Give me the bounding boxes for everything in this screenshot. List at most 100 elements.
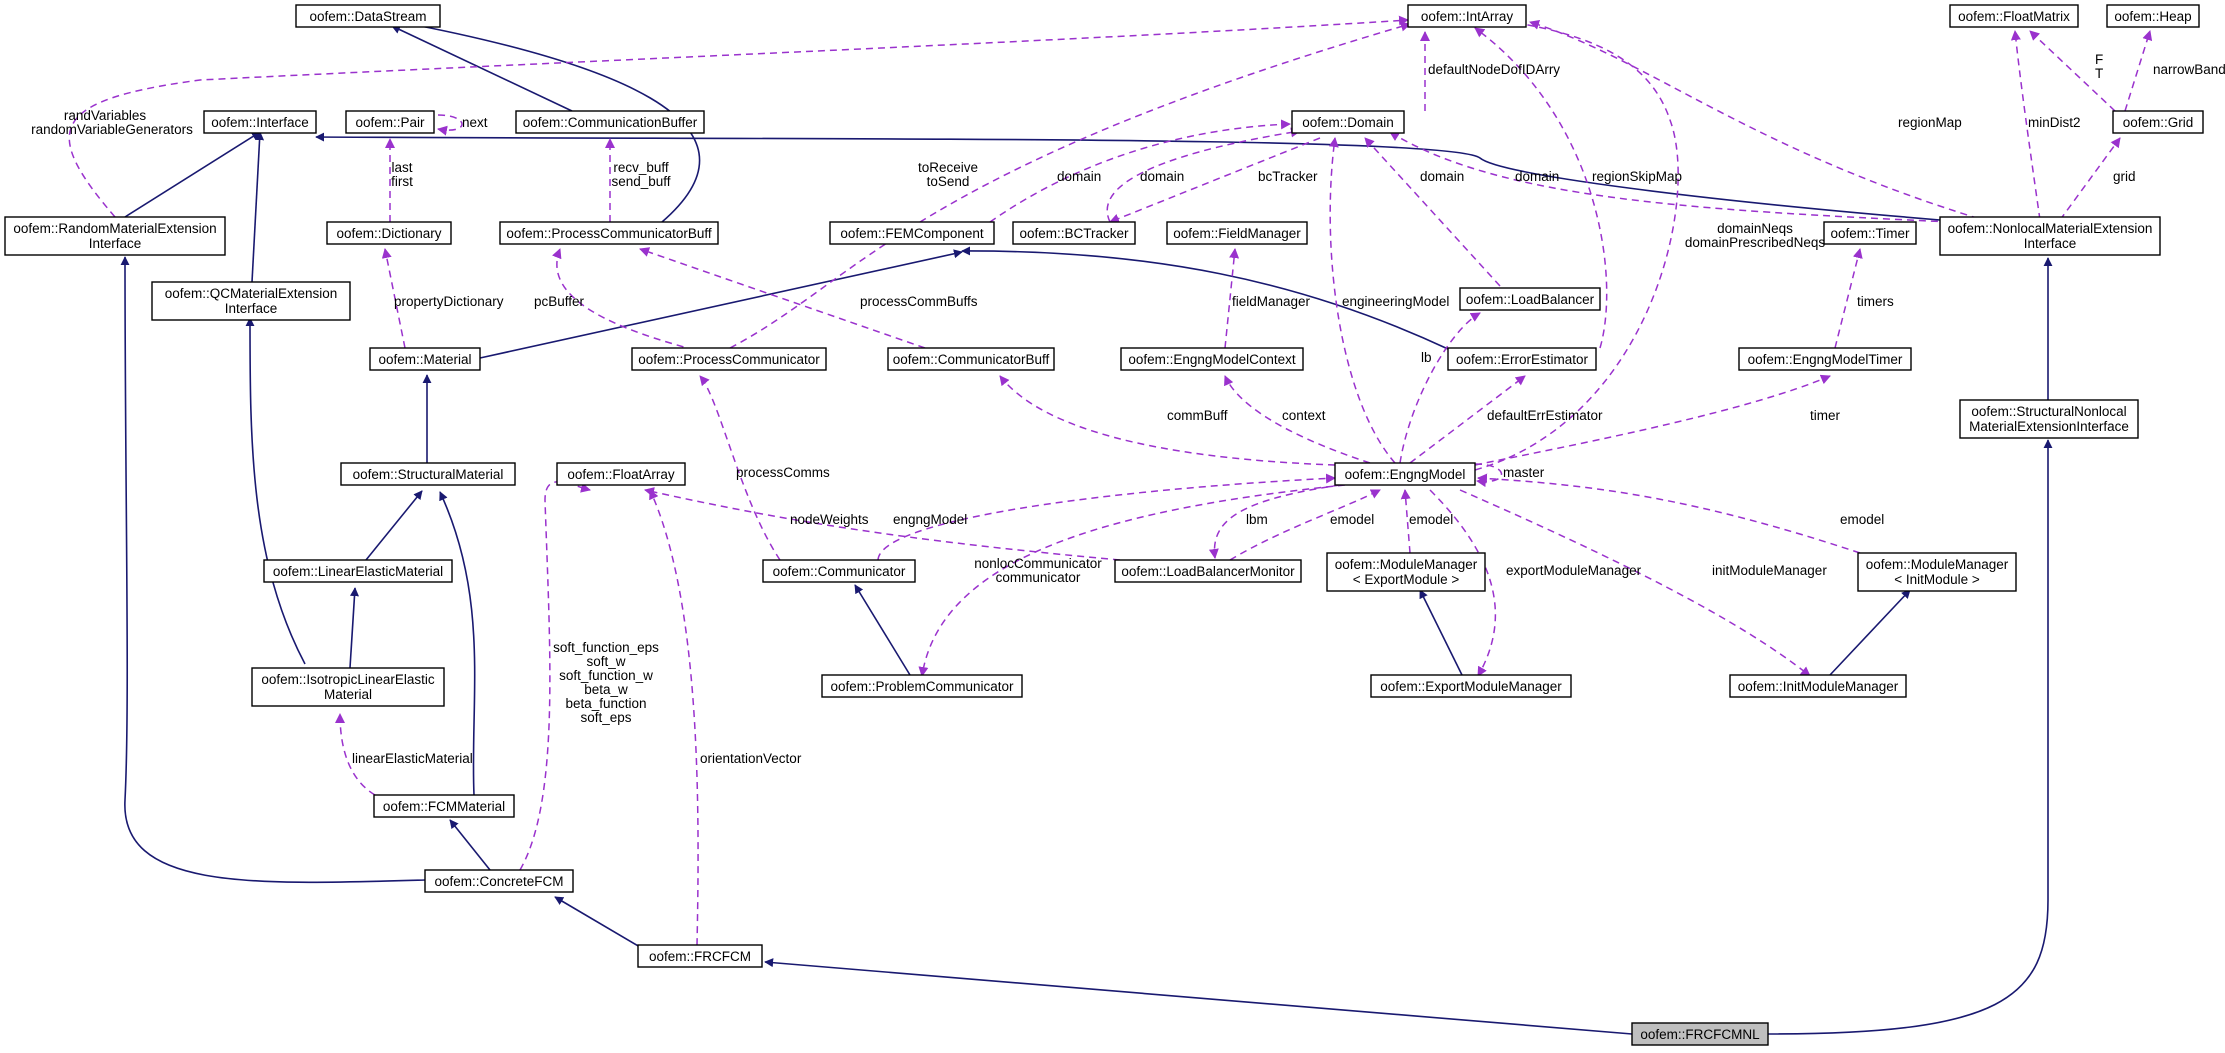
class-label: oofem::ModuleManager	[1335, 557, 1478, 572]
class-node-probcomm[interactable]: oofem::ProblemCommunicator	[821, 674, 1023, 698]
class-node-mminit[interactable]: oofem::ModuleManager< InitModule >	[1857, 552, 2017, 592]
label-rand-vars-1: randVariables	[64, 108, 147, 123]
label-soft-eps: soft_eps	[580, 710, 631, 725]
class-label: oofem::Material	[378, 352, 471, 367]
class-label-line2: Material	[324, 687, 372, 702]
class-node-floatmatrix[interactable]: oofem::FloatMatrix	[1949, 4, 2079, 28]
label-comm-buff: commBuff	[1167, 408, 1228, 423]
edge-emcontext-fieldmanager	[1224, 248, 1240, 349]
edge-errest-femcomponent	[961, 246, 1449, 350]
label-nonloc-communicator: nonlocCommunicator	[974, 556, 1102, 571]
edge-mmexport-engngmodel	[1400, 489, 1411, 554]
class-node-intarray[interactable]: oofem::IntArray	[1407, 4, 1527, 28]
class-node-engngmodel[interactable]: oofem::EngngModel	[1334, 462, 1476, 486]
class-label: oofem::IsotropicLinearElastic	[261, 672, 435, 687]
label-f: F	[2095, 52, 2103, 67]
edge-engngmodel-intarray	[1474, 14, 1679, 471]
label-emodel-mmexport: emodel	[1409, 512, 1453, 527]
edge-nonlocal-grid	[2059, 137, 2121, 221]
class-node-frcfcm[interactable]: oofem::FRCFCM	[637, 944, 763, 968]
class-node-emtimer[interactable]: oofem::EngngModelTimer	[1738, 347, 1912, 371]
edge-nonlocal-intarray	[1529, 19, 1991, 223]
class-node-femcomponent[interactable]: oofem::FEMComponent	[829, 221, 995, 245]
class-node-nonlocal[interactable]: oofem::NonlocalMaterialExtensionInterfac…	[1939, 216, 2161, 256]
class-node-floatarray[interactable]: oofem::FloatArray	[556, 462, 686, 486]
label-beta-w: beta_w	[584, 682, 628, 697]
label-domain-neqs: domainNeqs	[1717, 221, 1793, 236]
edge-fcmmat-structmat	[439, 491, 476, 796]
edge-material-femcomponent	[479, 249, 963, 359]
edge-engngmodel-exportmm	[1429, 489, 1497, 677]
edge-pcbuff-datastream	[399, 19, 701, 223]
label-t: T	[2095, 66, 2103, 81]
edge-domain-bctracker	[1109, 137, 1321, 224]
label-node-weights: nodeWeights	[790, 512, 869, 527]
edge-fcmmat-isolinelastic	[335, 713, 376, 796]
class-node-grid[interactable]: oofem::Grid	[2112, 110, 2204, 134]
class-node-timer[interactable]: oofem::Timer	[1823, 221, 1917, 245]
class-label: oofem::Domain	[1302, 115, 1394, 130]
label-default-node: defaultNodeDofIDArry	[1428, 62, 1560, 77]
class-label: oofem::Communicator	[773, 564, 906, 579]
class-node-fieldmanager[interactable]: oofem::FieldManager	[1166, 221, 1308, 245]
class-label-line2: < ExportModule >	[1353, 572, 1460, 587]
class-node-emcontext[interactable]: oofem::EngngModelContext	[1120, 347, 1304, 371]
edge-exportmm-mmexport	[1419, 589, 1463, 676]
class-node-lbmonitor[interactable]: oofem::LoadBalancerMonitor	[1114, 559, 1302, 583]
class-label: oofem::CommunicationBuffer	[523, 115, 698, 130]
class-node-domain[interactable]: oofem::Domain	[1291, 110, 1405, 134]
class-node-linelastic[interactable]: oofem::LinearElasticMaterial	[263, 559, 453, 583]
class-node-dictionary[interactable]: oofem::Dictionary	[326, 221, 452, 245]
class-node-material[interactable]: oofem::Material	[369, 347, 481, 371]
class-node-datastream[interactable]: oofem::DataStream	[295, 4, 441, 28]
edge-frcfcmnl-frcfcm	[764, 958, 1633, 1035]
class-node-frcfcmnl[interactable]: oofem::FRCFCMNL	[1631, 1022, 1769, 1046]
class-node-pcbuff[interactable]: oofem::ProcessCommunicatorBuff	[499, 221, 719, 245]
label-field-manager: fieldManager	[1232, 294, 1311, 309]
class-node-concretefcm[interactable]: oofem::ConcreteFCM	[424, 869, 574, 893]
class-node-fcmmat[interactable]: oofem::FCMMaterial	[373, 794, 515, 818]
label-engng-model: engngModel	[893, 512, 967, 527]
class-node-exportmm[interactable]: oofem::ExportModuleManager	[1370, 674, 1572, 698]
label-rand-vars-2: randomVariableGenerators	[31, 122, 193, 137]
class-label: oofem::EngngModelTimer	[1748, 352, 1903, 367]
edge-emtimer-timer	[1834, 248, 1863, 349]
class-label: oofem::Dictionary	[336, 226, 441, 241]
class-label: oofem::Timer	[1830, 226, 1910, 241]
label-engineering-model: engineeringModel	[1342, 294, 1449, 309]
class-node-pair[interactable]: oofem::Pair	[345, 110, 435, 134]
edge-errest-intarray	[1474, 27, 1608, 349]
class-node-loadbalancer[interactable]: oofem::LoadBalancer	[1459, 287, 1601, 311]
class-node-errest[interactable]: oofem::ErrorEstimator	[1447, 347, 1597, 371]
edge-engngmodel-commbuff	[999, 375, 1336, 466]
class-node-communicator[interactable]: oofem::Communicator	[762, 559, 916, 583]
class-label: oofem::Interface	[211, 115, 309, 130]
label-domain-prescribed-neqs: domainPrescribedNeqs	[1685, 235, 1826, 250]
label-first: first	[391, 174, 413, 189]
class-node-proccomm[interactable]: oofem::ProcessCommunicator	[631, 347, 827, 371]
edge-engngmodel-probcomm	[918, 484, 1346, 677]
class-node-interface[interactable]: oofem::Interface	[203, 110, 317, 134]
class-node-mmexport[interactable]: oofem::ModuleManager< ExportModule >	[1326, 552, 1486, 592]
class-label: oofem::FCMMaterial	[383, 799, 505, 814]
class-label: oofem::LoadBalancer	[1466, 292, 1595, 307]
class-label: oofem::ConcreteFCM	[434, 874, 563, 889]
edge-randmat-intarray	[68, 15, 1409, 218]
label-bctracker: bcTracker	[1258, 169, 1318, 184]
class-node-commbuffer[interactable]: oofem::CommunicationBuffer	[515, 110, 705, 134]
class-node-structnonlocal[interactable]: oofem::StructuralNonlocalMaterialExtensi…	[1959, 399, 2139, 439]
edge-nonlocal-floatmatrix	[2010, 30, 2041, 221]
class-label: oofem::FieldManager	[1173, 226, 1301, 241]
edge-frcfcmnl-structnonlocal	[1767, 439, 2053, 1035]
class-node-structmat[interactable]: oofem::StructuralMaterial	[340, 462, 516, 486]
label-linear-elastic-material: linearElasticMaterial	[352, 751, 473, 766]
class-node-commbuff[interactable]: oofem::CommunicatorBuff	[887, 347, 1055, 371]
class-node-heap[interactable]: oofem::Heap	[2106, 4, 2200, 28]
label-to-send: toSend	[927, 174, 970, 189]
class-node-bctracker[interactable]: oofem::BCTracker	[1012, 221, 1136, 245]
class-node-initmm[interactable]: oofem::InitModuleManager	[1729, 674, 1907, 698]
label-timers: timers	[1857, 294, 1894, 309]
